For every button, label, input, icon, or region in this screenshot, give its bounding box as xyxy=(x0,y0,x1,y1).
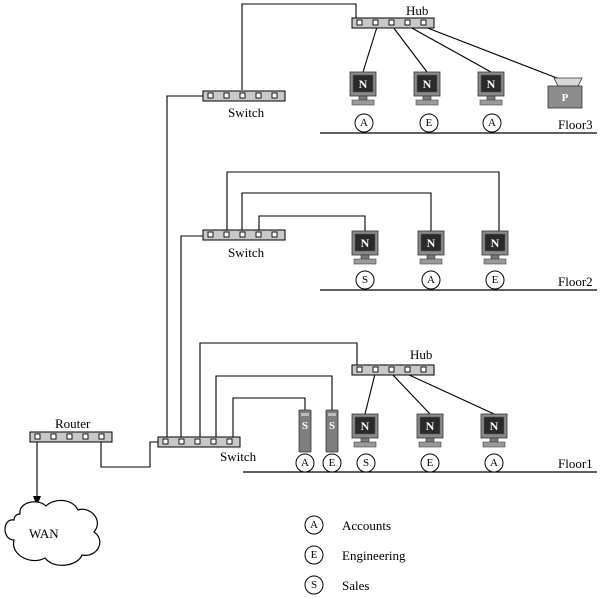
server-letter: S xyxy=(329,420,335,432)
dept-badge-floor1-server-2: E xyxy=(322,453,342,473)
svg-text:E: E xyxy=(426,117,433,129)
switch-mid-label: Switch xyxy=(228,245,265,260)
workstation-letter: N xyxy=(423,77,432,91)
svg-text:A: A xyxy=(488,117,496,129)
svg-text:A: A xyxy=(427,274,435,286)
router: Router xyxy=(29,416,113,443)
legend-label: Sales xyxy=(342,578,369,593)
workstation-letter: N xyxy=(487,77,496,91)
workstation-floor1-1: N xyxy=(351,413,379,448)
floor2-label: Floor2 xyxy=(558,274,593,289)
workstation-floor2-3: N xyxy=(481,230,509,265)
workstation-floor2-2: N xyxy=(417,230,445,265)
hub-top-label: Hub xyxy=(406,3,428,18)
svg-text:A: A xyxy=(490,457,498,469)
workstation-letter: N xyxy=(427,236,436,250)
legend-item-sales: S Sales xyxy=(304,575,369,595)
svg-text:S: S xyxy=(363,457,369,469)
workstation-letter: N xyxy=(491,236,500,250)
workstation-letter: N xyxy=(359,77,368,91)
workstation-letter: N xyxy=(490,419,499,433)
hub-floor3: Hub xyxy=(351,3,435,29)
workstation-floor1-3: N xyxy=(480,413,508,448)
printer-floor3: P xyxy=(547,77,583,109)
dept-badge-floor3-3: A xyxy=(482,113,502,133)
svg-text:A: A xyxy=(360,117,368,129)
wan-cloud: WAN xyxy=(4,499,101,566)
floor3-label: Floor3 xyxy=(558,117,593,132)
hub-bottom-label: Hub xyxy=(410,347,432,362)
workstation-letter: N xyxy=(426,419,435,433)
svg-text:E: E xyxy=(427,457,434,469)
server-letter: S xyxy=(302,420,308,432)
dept-badge-floor2-3: E xyxy=(485,270,505,290)
router-label: Router xyxy=(55,416,91,431)
dept-badge-floor3-2: E xyxy=(419,113,439,133)
legend-label: Engineering xyxy=(342,548,406,563)
network-wires xyxy=(33,3,563,506)
dept-badge-floor1-3: A xyxy=(484,453,504,473)
svg-text:E: E xyxy=(492,274,499,286)
legend-label: Accounts xyxy=(342,518,391,533)
server-floor1-1: S xyxy=(298,409,312,453)
svg-text:E: E xyxy=(311,549,318,561)
svg-text:S: S xyxy=(311,579,317,591)
hub-floor1: Hub xyxy=(351,347,435,376)
dept-badge-floor2-1: S xyxy=(355,270,375,290)
legend-item-engineering: E Engineering xyxy=(304,545,406,565)
workstation-floor3-3: N xyxy=(477,71,505,106)
svg-text:E: E xyxy=(329,457,336,469)
svg-text:A: A xyxy=(310,519,318,531)
workstation-floor1-2: N xyxy=(416,413,444,448)
switch-floor1: Switch xyxy=(157,436,257,464)
workstation-letter: N xyxy=(361,236,370,250)
switch-bottom-label: Switch xyxy=(220,449,257,464)
dept-badge-floor1-server-1: A xyxy=(295,453,315,473)
workstation-floor2-1: N xyxy=(351,230,379,265)
floor1-label: Floor1 xyxy=(558,456,593,471)
svg-text:S: S xyxy=(362,274,368,286)
legend-item-accounts: A Accounts xyxy=(304,515,391,535)
switch-top-label: Switch xyxy=(228,105,265,120)
workstation-letter: N xyxy=(361,419,370,433)
dept-badge-floor3-1: A xyxy=(354,113,374,133)
switch-floor2: Switch xyxy=(202,229,286,260)
workstation-floor3-2: N xyxy=(413,71,441,106)
workstation-floor3-1: N xyxy=(349,71,377,106)
dept-badge-floor1-1: S xyxy=(356,453,376,473)
dept-badge-floor2-2: A xyxy=(421,270,441,290)
svg-text:A: A xyxy=(301,457,309,469)
printer-letter: P xyxy=(562,92,569,104)
dept-badge-floor1-2: E xyxy=(420,453,440,473)
switch-floor3: Switch xyxy=(202,90,286,120)
server-floor1-2: S xyxy=(325,409,339,453)
legend: A Accounts E Engineering S Sales xyxy=(304,515,406,595)
wan-label: WAN xyxy=(29,526,59,541)
